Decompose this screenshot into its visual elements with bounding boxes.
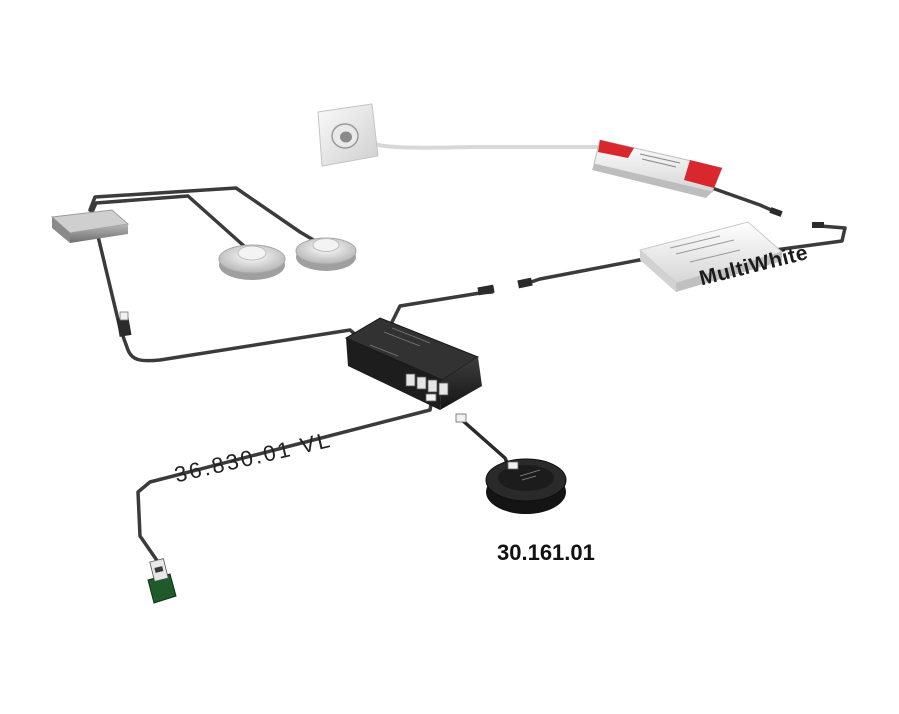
vl-pcb: [147, 558, 177, 604]
power-driver: [592, 139, 824, 228]
left-plug: [116, 311, 132, 337]
spot-cable-2: [90, 194, 246, 248]
multiwhite-input-cable: [526, 255, 657, 285]
distributor-cable: [95, 230, 364, 363]
multiwhite-output-cable: [758, 224, 847, 254]
wall-socket: [317, 103, 379, 167]
controller-box: [344, 317, 482, 410]
spot-cable-1: [88, 186, 324, 247]
terminal-block: [405, 373, 449, 396]
distributor-box: [50, 209, 130, 243]
sensor-part-number-label: 30.161.01: [497, 540, 595, 565]
controller-output-plug: [477, 284, 495, 296]
spotlight-1: [218, 244, 286, 280]
driver-output-cable: [710, 186, 780, 215]
vl-cable: [136, 397, 434, 564]
controller-output-cable: [390, 290, 494, 324]
mains-cable: [350, 136, 602, 150]
multiwhite-converter: [517, 221, 784, 292]
cables: [88, 136, 847, 564]
spotlight-2: [295, 237, 357, 271]
sensor-puck: [455, 413, 567, 514]
